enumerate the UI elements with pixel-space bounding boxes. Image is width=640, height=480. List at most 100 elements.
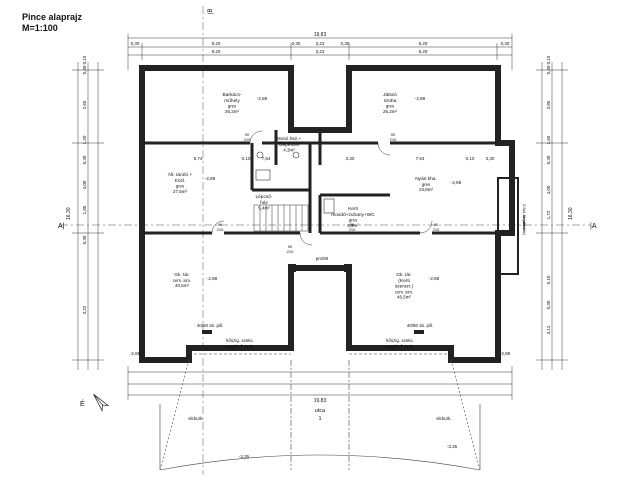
dim-top-4: 0,30 — [341, 41, 350, 46]
driveway — [159, 359, 481, 471]
room-name-5: Lépcső- — [255, 194, 272, 200]
drawing-title: Pince alaprajz — [22, 12, 83, 22]
annot-side-note: (ablak — [522, 220, 527, 231]
dim-mid-1: 0,10 — [242, 156, 251, 161]
north-label: É — [80, 399, 85, 408]
dim-right-5: 4,00 — [546, 185, 551, 194]
dim-mid-5: 0,10 — [466, 156, 475, 161]
door-label-3: 210 — [433, 227, 440, 232]
dim-top-0: 0,30 — [131, 41, 140, 46]
room-area-8: 46,5m² — [397, 295, 412, 300]
room-area-0: 26,2m² — [225, 109, 240, 114]
dim-overall-bottom: 19,83 — [314, 398, 327, 404]
dim-left-7: 0,30 — [82, 235, 87, 244]
room-name-8: Gk. tár. — [396, 272, 411, 278]
room-name-3: Közl. — [175, 178, 186, 184]
door-label-0: 90 — [245, 132, 250, 137]
drawing-scale: M=1:100 — [22, 23, 58, 33]
north-arrow — [93, 394, 110, 412]
door-label-1: 90 — [391, 132, 396, 137]
pillars — [202, 264, 424, 334]
annot-garage-door-left: hőszig. szekc. — [226, 338, 254, 343]
dim-top-6: 0,30 — [501, 41, 510, 46]
dim-left-8: 3,22 — [82, 305, 87, 314]
dim-mid-0: 5,74 — [194, 156, 203, 161]
room-level-4: -2,88 — [451, 180, 462, 185]
interior-walls — [142, 130, 498, 235]
door-swings — [211, 130, 433, 246]
garage-door-right-label: 40/80 sb. pill. — [407, 323, 434, 328]
room-area-7: 40,5m² — [175, 283, 190, 288]
annot-paving-left: térburk. — [188, 416, 203, 421]
room-floor-8: cem. sim. — [395, 289, 413, 294]
dim-top-1: 8,20 — [212, 41, 221, 46]
room-name-3: Ált. tároló + — [168, 171, 193, 178]
annot-street: utca — [315, 408, 326, 414]
dim-right-2: 3,85 — [546, 100, 551, 109]
annot-level-left: -2,88 — [130, 351, 141, 356]
room-name-5: ház — [260, 200, 268, 206]
room-level-1: -2,88 — [415, 96, 426, 101]
dim-mid-2: 7,64 — [262, 156, 271, 161]
room-floor-4: gres — [422, 182, 430, 187]
door-label-3: 90 — [434, 222, 439, 227]
dim-col-left: 0,150,302,651,200,304,001,850,303,22 — [82, 55, 87, 314]
dim-overall-right: 16,30 — [568, 207, 574, 220]
room-name-2: Gépészet — [279, 142, 300, 148]
room-level-0: -2,88 — [257, 96, 268, 101]
light-well — [497, 177, 519, 275]
dimension-lines-top — [127, 34, 513, 70]
room-name-8: szerszr.) — [395, 284, 414, 290]
dimension-lines-sides — [72, 62, 568, 370]
room-floor-7: cem. sim. — [173, 278, 191, 283]
annot-side-note: 2,5x1,5m-es — [522, 204, 527, 226]
annot-side-note: tároló — [522, 215, 527, 226]
annot-side-note: felett) — [522, 225, 527, 236]
sanitary-fixtures — [255, 151, 335, 214]
staircase — [253, 204, 309, 232]
room-name-6: Kerti — [348, 206, 358, 212]
room-name-8: (Kerti — [398, 278, 409, 284]
door-label-4: 210 — [287, 249, 294, 254]
annotations: hőszig. szekc.garázskapu!hőszig. szekc.g… — [130, 204, 527, 459]
dim-left-0: 0,15 — [82, 55, 87, 64]
dim-left-2: 2,65 — [82, 100, 87, 109]
room-area-4: 23,8m² — [419, 187, 434, 192]
annot-level-driveway-right: -3,35 — [447, 444, 458, 449]
annot-street-num: 1 — [318, 416, 321, 422]
walls — [139, 65, 515, 363]
section-mark-a-left: A| — [58, 223, 65, 230]
room-floor-3: gres — [176, 184, 184, 189]
room-level-8: -2,88 — [429, 276, 440, 281]
annot-paving-right: térburk. — [436, 416, 451, 421]
dim-overall-top: 19,83 — [314, 32, 327, 38]
dim-left-6: 1,85 — [82, 205, 87, 214]
dim-right-0: 0,15 — [546, 55, 551, 64]
room-area-1: 26,2m² — [383, 109, 398, 114]
section-mark-b: |B — [208, 8, 214, 14]
dim-top2-0: 9,20 — [212, 49, 221, 54]
room-name-0: Barkács- — [223, 92, 242, 98]
room-area-5: 5,4m² — [258, 206, 270, 211]
annot-pm: pm/90 — [316, 256, 329, 261]
dim-mid-4: 7,64 — [416, 156, 425, 161]
room-floor-0: gres — [228, 104, 236, 109]
door-label-2: 210 — [217, 227, 224, 232]
room-area-3: 27,5m² — [173, 189, 188, 194]
door-label-1: 210 — [390, 137, 397, 142]
door-label-4: 90 — [288, 244, 293, 249]
room-level-7: -2,88 — [207, 276, 218, 281]
door-label-0: 210 — [244, 137, 251, 142]
dim-right-3: 1,65 — [546, 135, 551, 144]
dim-col-right: 0,150,303,851,650,304,001,725,100,303,12 — [546, 55, 551, 334]
room-level-3: -2,88 — [205, 176, 216, 181]
room-name-0: műhely — [224, 98, 240, 104]
dim-right-1: 0,30 — [546, 65, 551, 74]
dim-right-9: 3,12 — [546, 325, 551, 334]
dim-top2-1: 3,23 — [316, 49, 325, 54]
